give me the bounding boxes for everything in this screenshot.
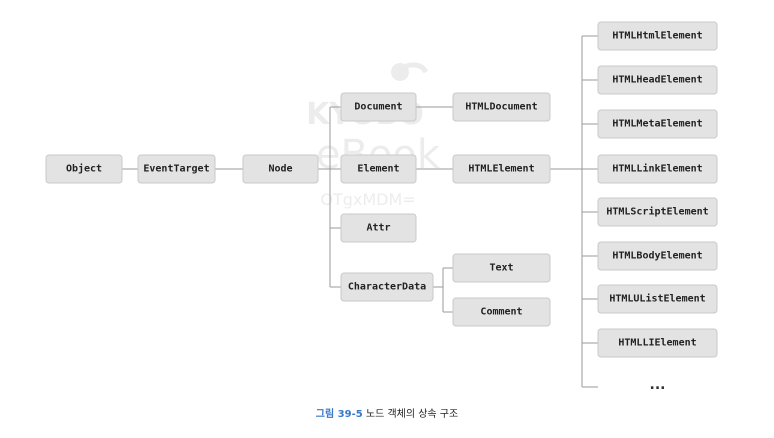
figure-caption: 그림 39-5 노드 객체의 상속 구조 [0, 405, 774, 420]
node-attr: Attr [340, 213, 417, 243]
figure-number: 그림 39-5 [315, 409, 363, 420]
node-htmlhtmlelement: HTMLHtmlElement [597, 21, 718, 51]
node-element-label: Element [357, 164, 399, 175]
node-document: Document [340, 92, 417, 122]
node-attr-label: Attr [366, 223, 390, 234]
node-htmlmetaelement-label: HTMLMetaElement [612, 119, 702, 130]
node-object: Object [45, 154, 123, 184]
node-comment-label: Comment [480, 307, 522, 318]
node-htmlheadelement: HTMLHeadElement [597, 65, 718, 95]
figure-title: 노드 객체의 상속 구조 [365, 409, 459, 420]
node-htmldocument-label: HTMLDocument [465, 102, 537, 113]
node-htmlmetaelement: HTMLMetaElement [597, 109, 718, 139]
node-htmlscriptelement: HTMLScriptElement [597, 197, 718, 227]
node-node-label: Node [268, 164, 292, 175]
node-htmllinkelement: HTMLLinkElement [597, 154, 718, 184]
node-characterdata-label: CharacterData [348, 282, 426, 293]
node-htmlelement-label: HTMLElement [468, 164, 534, 175]
node-eventtarget: EventTarget [137, 154, 216, 184]
node-htmlscriptelement-label: HTMLScriptElement [606, 206, 708, 218]
node-htmllinkelement-label: HTMLLinkElement [612, 163, 702, 175]
node-htmllielement-label: HTMLLIElement [618, 338, 696, 349]
node-document-label: Document [354, 102, 402, 113]
node-htmlelement: HTMLElement [452, 154, 551, 184]
node-htmlulistelement: HTMLUListElement [597, 284, 718, 314]
node-node: Node [242, 154, 319, 184]
node-htmlhtmlelement-label: HTMLHtmlElement [612, 31, 702, 42]
inheritance-diagram: KYOBO eBook OTgxMDM= Object [45, 21, 718, 393]
node-htmlbodyelement: HTMLBodyElement [597, 241, 718, 271]
node-object-label: Object [66, 163, 102, 175]
watermark-code: OTgxMDM= [320, 190, 415, 209]
more-indicator: ... [650, 377, 666, 393]
node-htmlbodyelement-label: HTMLBodyElement [612, 251, 702, 262]
edges [122, 35, 598, 388]
node-comment: Comment [452, 297, 551, 327]
node-characterdata: CharacterData [340, 272, 434, 302]
node-text-label: Text [489, 263, 513, 274]
watermark-logo-tail-icon [405, 62, 429, 74]
node-htmllielement: HTMLLIElement [597, 328, 718, 358]
node-htmlulistelement-label: HTMLUListElement [609, 293, 705, 305]
node-htmlheadelement-label: HTMLHeadElement [612, 75, 702, 86]
node-text: Text [452, 253, 551, 283]
node-eventtarget-label: EventTarget [143, 164, 209, 175]
watermark-logo-icon [391, 63, 409, 81]
node-element: Element [340, 154, 417, 184]
watermark: KYOBO eBook OTgxMDM= [306, 62, 441, 209]
node-htmldocument: HTMLDocument [452, 92, 551, 122]
